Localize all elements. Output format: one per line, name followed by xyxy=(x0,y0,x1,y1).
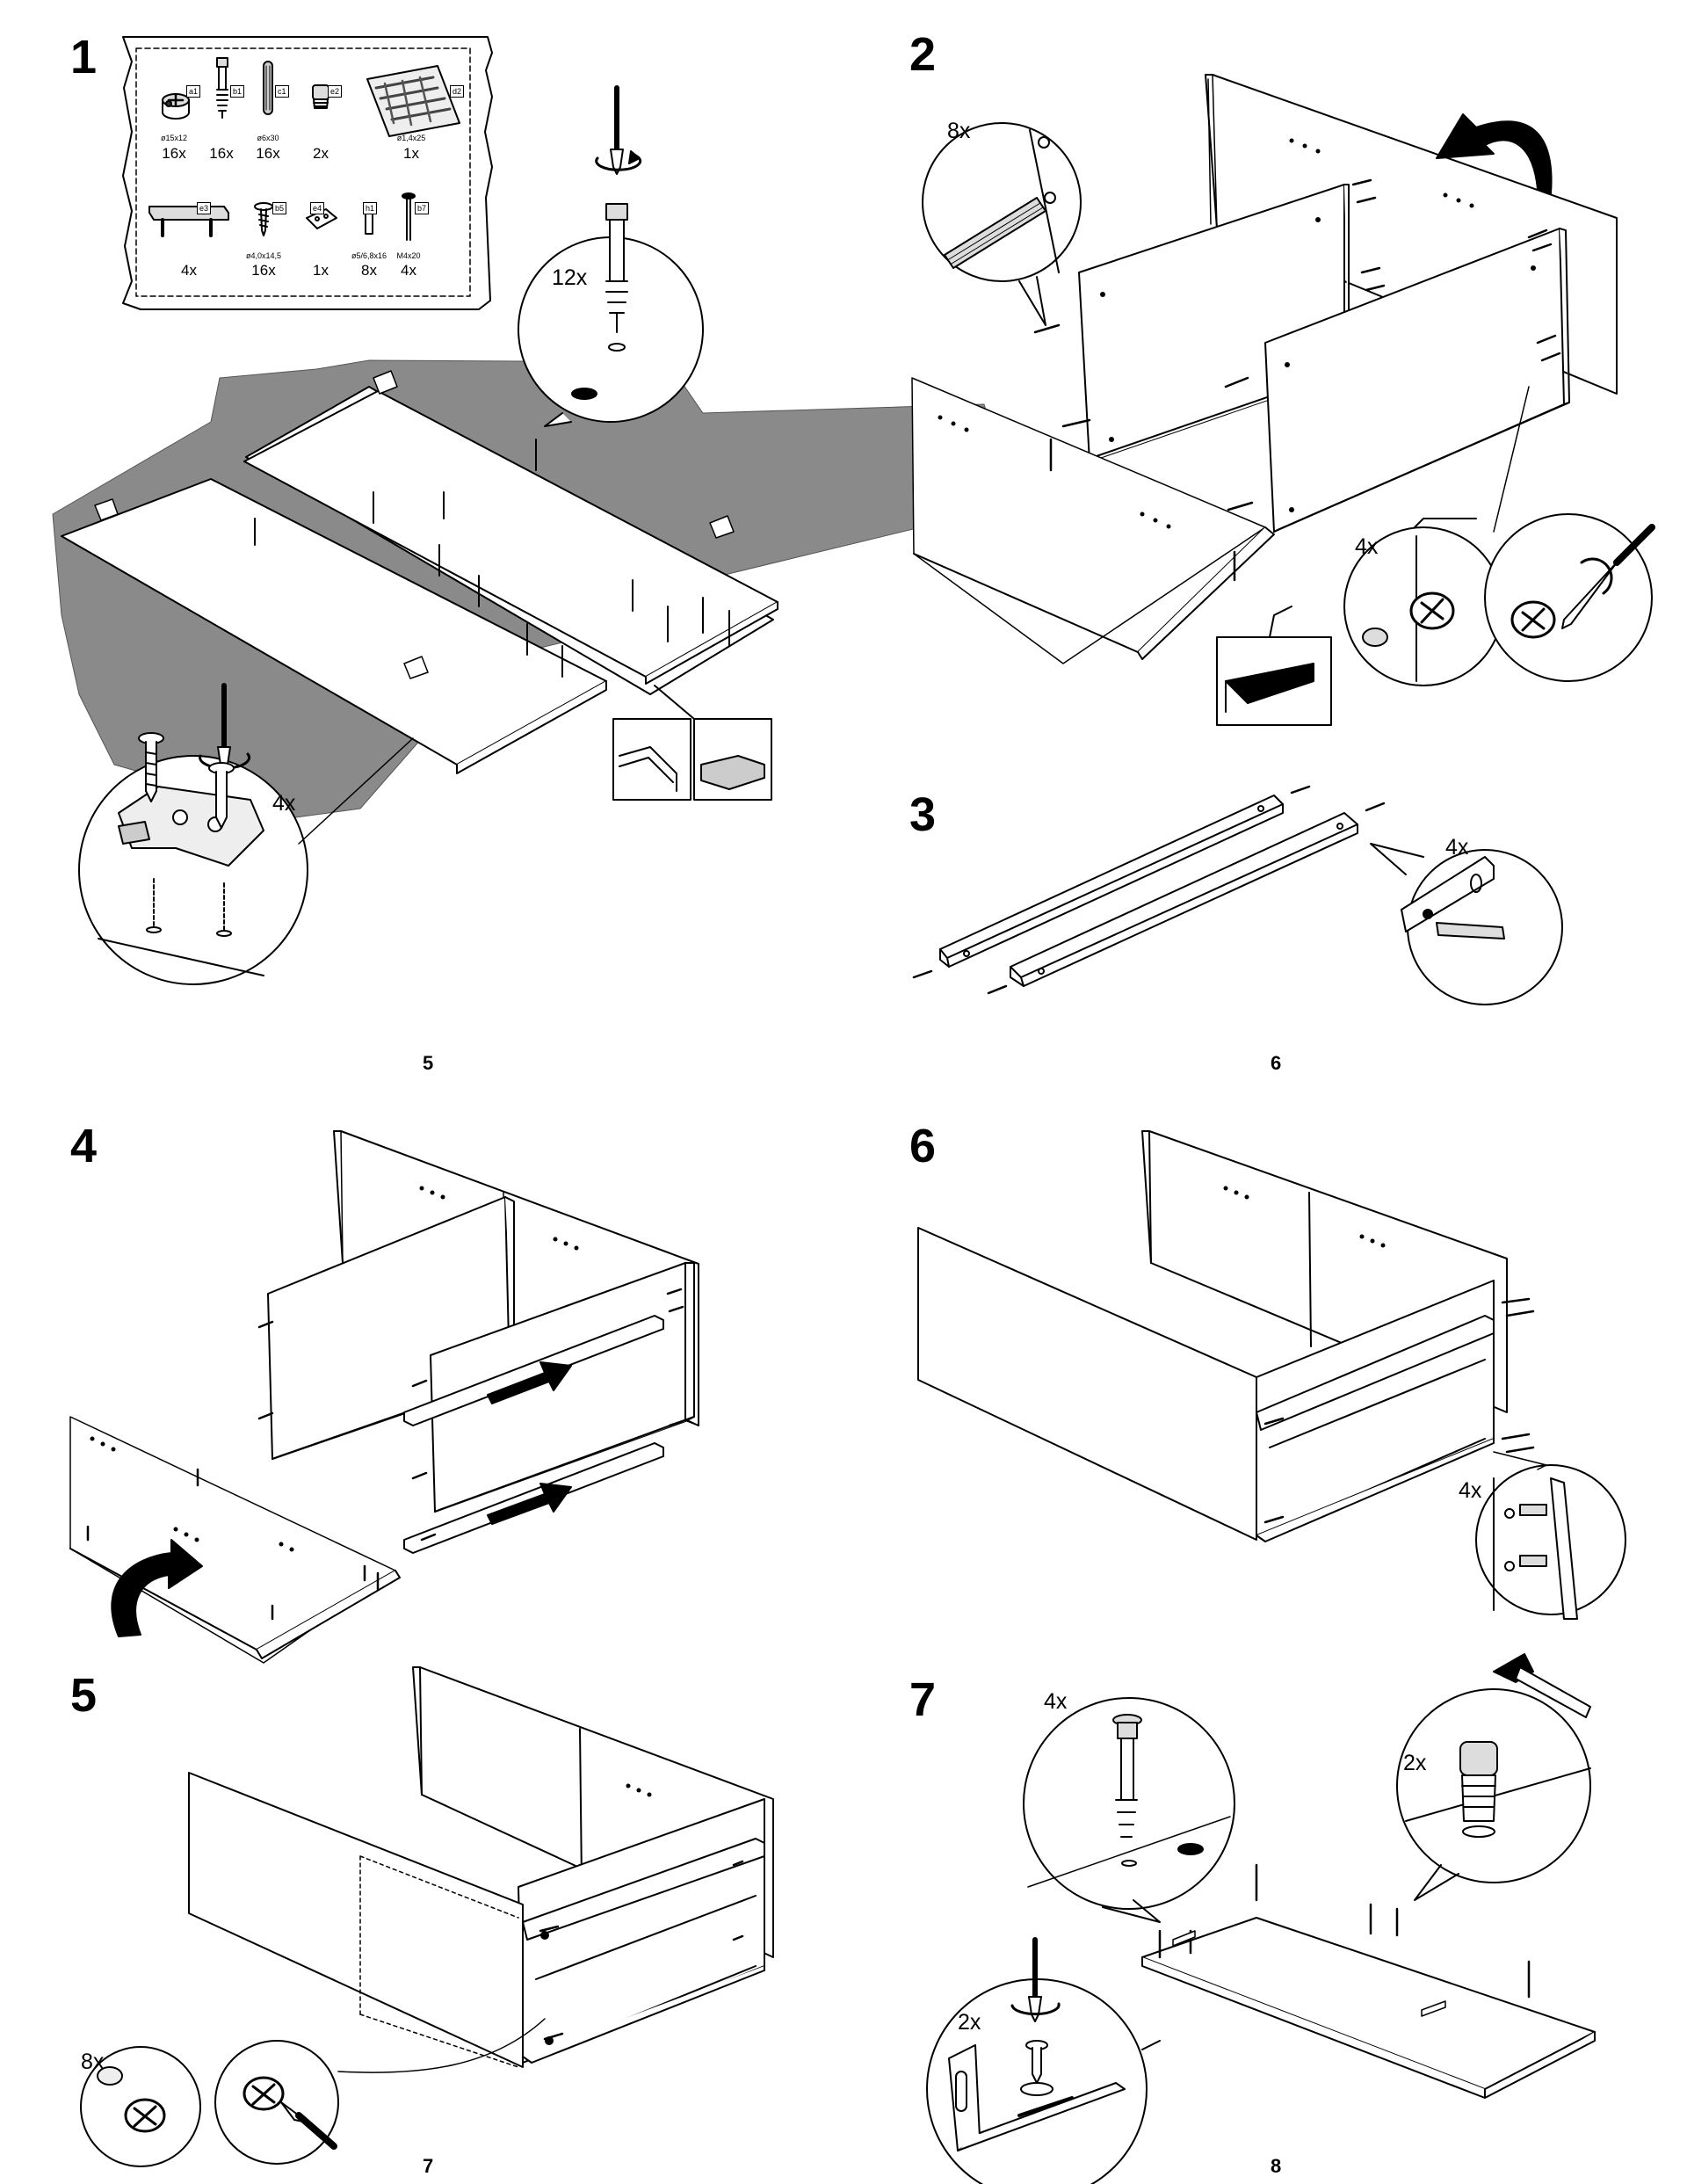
part-quantity: 1x xyxy=(403,145,419,162)
plastic-plug-icon xyxy=(1459,1741,1498,1838)
callout-quantity: 8x xyxy=(947,119,971,143)
step-number: 5 xyxy=(70,1669,98,1722)
screwdriver-icon xyxy=(280,2101,337,2150)
part-code: a1 xyxy=(186,85,201,98)
step4-bottom-panel xyxy=(69,1416,396,1664)
step-number: 2 xyxy=(909,28,937,81)
rotate-arrow-icon xyxy=(1580,557,1613,595)
part-quantity: 1x xyxy=(313,262,329,279)
cam-lock-icon xyxy=(124,2098,166,2133)
page-number: 8 xyxy=(1271,2155,1282,2177)
part-code: e4 xyxy=(310,202,325,214)
screw-detail xyxy=(138,732,235,829)
page-number: 5 xyxy=(423,1052,434,1074)
flip-arrow-icon xyxy=(1436,113,1553,194)
screw-detail xyxy=(1020,2040,1053,2096)
callout-quantity: 4x xyxy=(272,791,296,816)
cam-bolt-icon xyxy=(216,57,228,119)
part-code: b7 xyxy=(415,202,430,214)
part-dimension: ø15x12 xyxy=(160,134,188,142)
rotate-arrow-icon xyxy=(1010,2002,1061,2016)
part-code: d2 xyxy=(450,85,465,98)
callout-quantity: 2x xyxy=(1403,1751,1427,1775)
callout-quantity: 2x xyxy=(958,2010,981,2035)
callout-quantity: 12x xyxy=(552,265,588,290)
cam-lock-icon xyxy=(1510,600,1556,639)
rotate-panel-arrow-icon xyxy=(111,1539,203,1637)
part-code: h1 xyxy=(363,202,378,214)
callout-quantity: 4x xyxy=(1459,1478,1482,1503)
cam-lock-icon xyxy=(162,93,190,120)
part-quantity: 4x xyxy=(401,262,416,279)
callout-quantity: 4x xyxy=(1044,1689,1068,1714)
part-quantity: 4x xyxy=(181,262,197,279)
page-number: 7 xyxy=(423,2155,434,2177)
bolt-icon xyxy=(402,192,416,241)
part-quantity: 16x xyxy=(209,145,234,162)
part-code: e3 xyxy=(197,202,212,214)
part-code: b5 xyxy=(272,202,287,214)
page-number: 6 xyxy=(1271,1052,1282,1074)
nail-bag-icon xyxy=(366,65,460,137)
part-quantity: 16x xyxy=(251,262,276,279)
step6-rail xyxy=(1256,1315,1495,1431)
part-quantity: 8x xyxy=(361,262,377,279)
bracket-icon xyxy=(948,2044,1126,2151)
part-code: e2 xyxy=(328,85,343,98)
assembly-illustrations-top xyxy=(52,36,1655,1005)
step5-front-panel xyxy=(188,1772,524,2068)
callout-quantity: 8x xyxy=(81,2050,105,2074)
part-dimension: ø6x30 xyxy=(257,134,279,142)
step-number: 4 xyxy=(70,1120,98,1172)
part-dimension: ø4,0x14,5 xyxy=(245,251,282,260)
bolt-insert-callout xyxy=(1023,1697,1235,1910)
dowel-detail-callout xyxy=(922,122,1082,282)
instruction-sheet-bottom: 4 5 6 7 8x 4x 4x 2x 2x 7 8 xyxy=(0,1092,1687,2184)
instruction-sheet-top: 1 2 3 a1 b1 c1 e2 d2 ø15x12 ø6x30 ø1,4x2… xyxy=(52,28,1655,1074)
cam-lock-icon xyxy=(1409,591,1455,630)
step-number: 6 xyxy=(909,1120,937,1172)
part-quantity: 16x xyxy=(162,145,186,162)
edge-detail-inset-1 xyxy=(612,718,691,801)
part-dimension: M4x20 xyxy=(396,251,421,260)
assembly-illustrations-bottom xyxy=(69,1130,1626,2184)
dowel-detail xyxy=(944,197,1046,269)
part-dimension: ø1,4x25 xyxy=(396,134,426,142)
step6-front-panel xyxy=(917,1227,1257,1541)
cam-turn-detail-callout xyxy=(1484,513,1653,682)
part-quantity: 16x xyxy=(256,145,280,162)
cam-lock-icon xyxy=(243,2076,285,2111)
rail-left xyxy=(939,795,1284,968)
screwdriver-icon xyxy=(1561,524,1655,629)
plastic-plug-icon xyxy=(312,84,329,109)
cam-bolt-detail xyxy=(571,203,628,400)
callout-quantity: 4x xyxy=(1445,835,1469,860)
wooden-dowel-icon xyxy=(263,61,273,115)
rotate-arrow-icon xyxy=(595,155,642,171)
step4-rail-upper xyxy=(403,1315,664,1426)
step5-rail xyxy=(522,1838,765,1941)
slide-arrow-icon xyxy=(487,1483,572,1525)
cam-bolt-detail xyxy=(1112,1714,1204,1867)
screwdriver-icon xyxy=(610,85,624,175)
dowel-insert-callout xyxy=(1475,1464,1626,1615)
part-quantity: 2x xyxy=(313,145,329,162)
part-dimension: ø5/6,8x16 xyxy=(351,251,387,260)
part-code: c1 xyxy=(275,85,289,98)
hammer-icon xyxy=(1493,1653,1591,1718)
callout-quantity: 4x xyxy=(1355,534,1379,559)
step7-board xyxy=(1141,1917,1596,2090)
step-number: 3 xyxy=(909,788,937,841)
part-code: b1 xyxy=(230,85,245,98)
slide-arrow-icon xyxy=(487,1361,572,1404)
hinge-detail-callout xyxy=(78,755,308,985)
step-number: 1 xyxy=(70,31,98,83)
step-number: 7 xyxy=(909,1673,937,1726)
